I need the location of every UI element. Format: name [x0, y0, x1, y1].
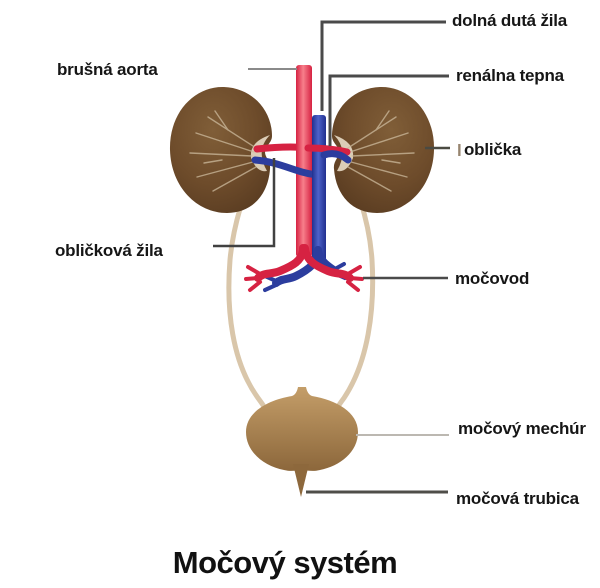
- label-inferior-vena-cava: dolná dutá žila: [452, 11, 568, 30]
- label-ureter: močovod: [455, 269, 530, 288]
- label-renal-vein: obličková žila: [55, 241, 163, 260]
- figure-title: Močový systém: [172, 545, 398, 580]
- renal-vein-right: [320, 150, 352, 164]
- inferior-vena-cava: [312, 115, 326, 265]
- label-kidney: oblička: [464, 140, 522, 159]
- inferior-vena-cava-line: [320, 20, 446, 111]
- bladder: [246, 387, 358, 471]
- label-renal-artery: renálna tepna: [456, 66, 564, 85]
- label-abdominal-aorta: brušná aorta: [57, 60, 158, 79]
- label-urethra: močová trubica: [456, 489, 579, 508]
- label-kidney-artifact: l: [457, 141, 462, 160]
- urethra: [293, 464, 309, 497]
- renal-artery-right: [304, 144, 351, 156]
- label-bladder: močový mechúr: [458, 419, 586, 438]
- renal-artery-line: [328, 74, 449, 146]
- abdominal-aorta: [296, 65, 312, 257]
- renal-vein-line: [213, 158, 276, 248]
- iliac-arteries: [244, 244, 364, 292]
